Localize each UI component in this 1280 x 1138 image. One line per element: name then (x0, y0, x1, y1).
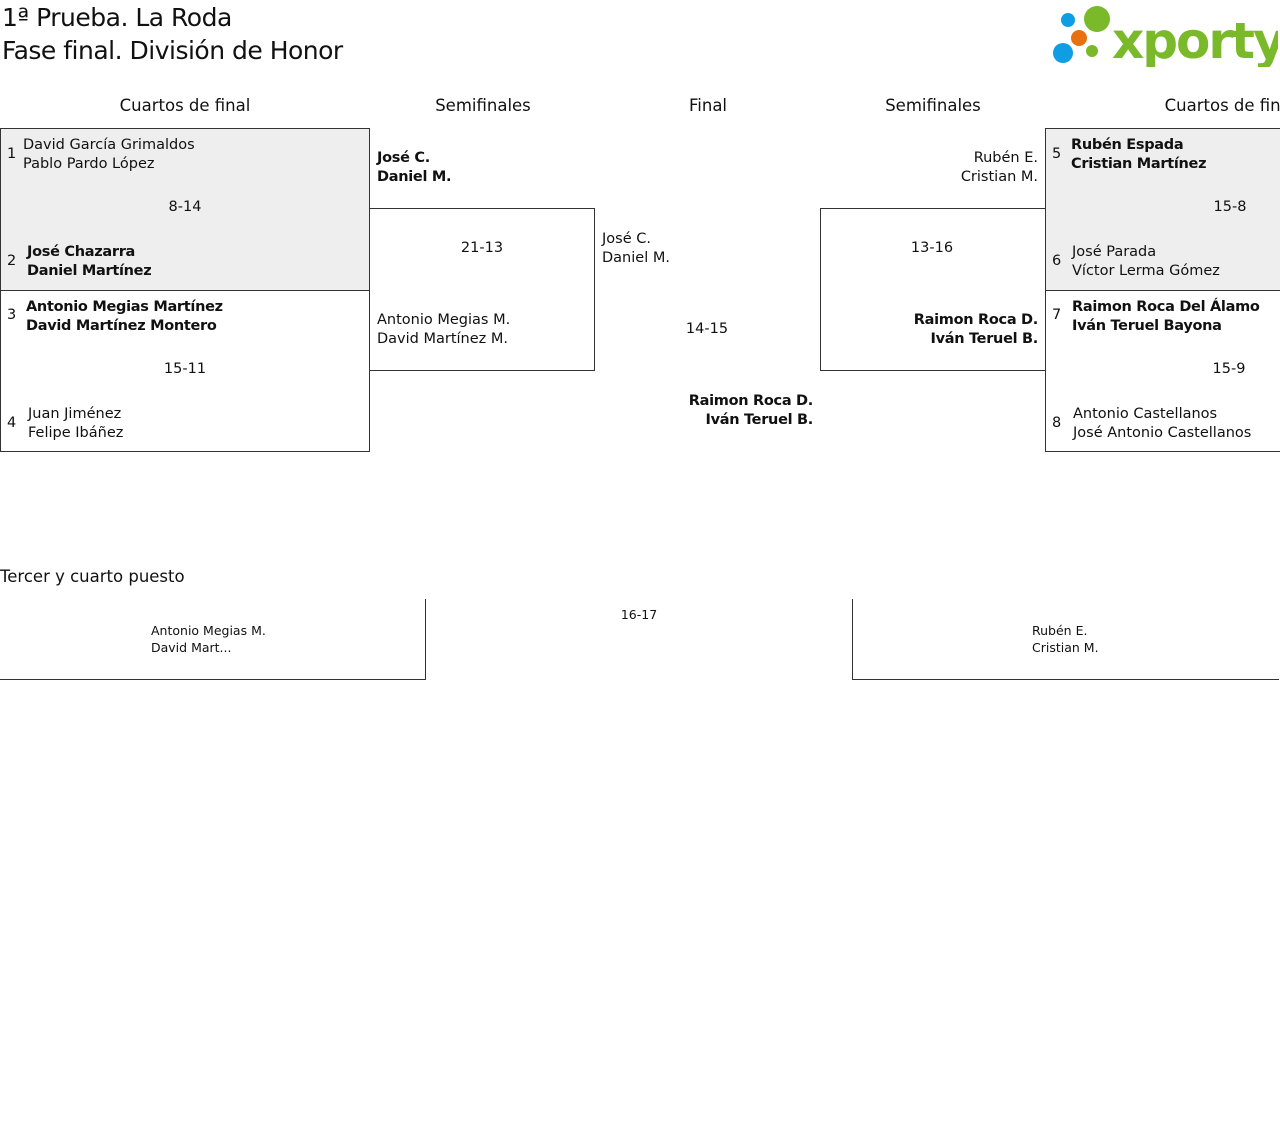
match-qf-4[interactable] (1045, 290, 1280, 452)
match-score: 15-11 (163, 361, 207, 377)
match-qf-1[interactable] (0, 128, 370, 291)
match-score: 15-9 (1212, 361, 1246, 377)
seed: 1 (7, 146, 17, 162)
seed: 6 (1052, 253, 1062, 269)
page-title: 1ª Prueba. La Roda (2, 3, 232, 32)
team: Rubén E.Cristian M. (960, 150, 1038, 185)
match-score: 13-16 (910, 240, 954, 256)
seed: 7 (1052, 307, 1062, 323)
match-score: 21-13 (460, 240, 504, 256)
final-team-a: José C.Daniel M. (602, 231, 670, 266)
third-place-team-a-box[interactable] (0, 599, 426, 680)
third-place-team-b-box[interactable] (852, 599, 1279, 680)
match-sf-left[interactable] (369, 208, 595, 371)
seed: 5 (1052, 146, 1062, 162)
match-score: 15-8 (1213, 199, 1247, 215)
third-place-title: Tercer y cuarto puesto (0, 567, 185, 586)
team-winner: José C.Daniel M. (377, 150, 452, 185)
header-qf-right: Cuartos de final (1164, 96, 1280, 115)
header-qf-left: Cuartos de final (119, 96, 251, 115)
svg-text:xporty: xporty (1112, 12, 1278, 67)
team-winner: Raimon Roca D.Iván Teruel B. (913, 312, 1039, 347)
match-qf-3[interactable] (1045, 128, 1280, 291)
final-winner: Raimon Roca D.Iván Teruel B. (688, 393, 814, 428)
team: Antonio Megias M.David Mart... (151, 623, 266, 655)
team: Antonio Megias M.David Martínez M. (377, 312, 511, 347)
header-sf-right: Semifinales (885, 96, 981, 115)
match-score: 8-14 (168, 199, 202, 215)
final-score: 14-15 (685, 321, 729, 337)
seed: 8 (1052, 415, 1062, 431)
seed: 3 (7, 307, 17, 323)
match-qf-2[interactable] (0, 290, 370, 452)
team: Rubén E.Cristian M. (1032, 623, 1099, 655)
header-final: Final (688, 96, 728, 115)
xporty-logo[interactable]: xporty (1050, 3, 1280, 70)
third-place-score: 16-17 (620, 607, 658, 622)
page-subtitle: Fase final. División de Honor (2, 36, 343, 65)
seed: 2 (7, 253, 17, 269)
seed: 4 (7, 415, 17, 431)
header-sf-left: Semifinales (435, 96, 531, 115)
